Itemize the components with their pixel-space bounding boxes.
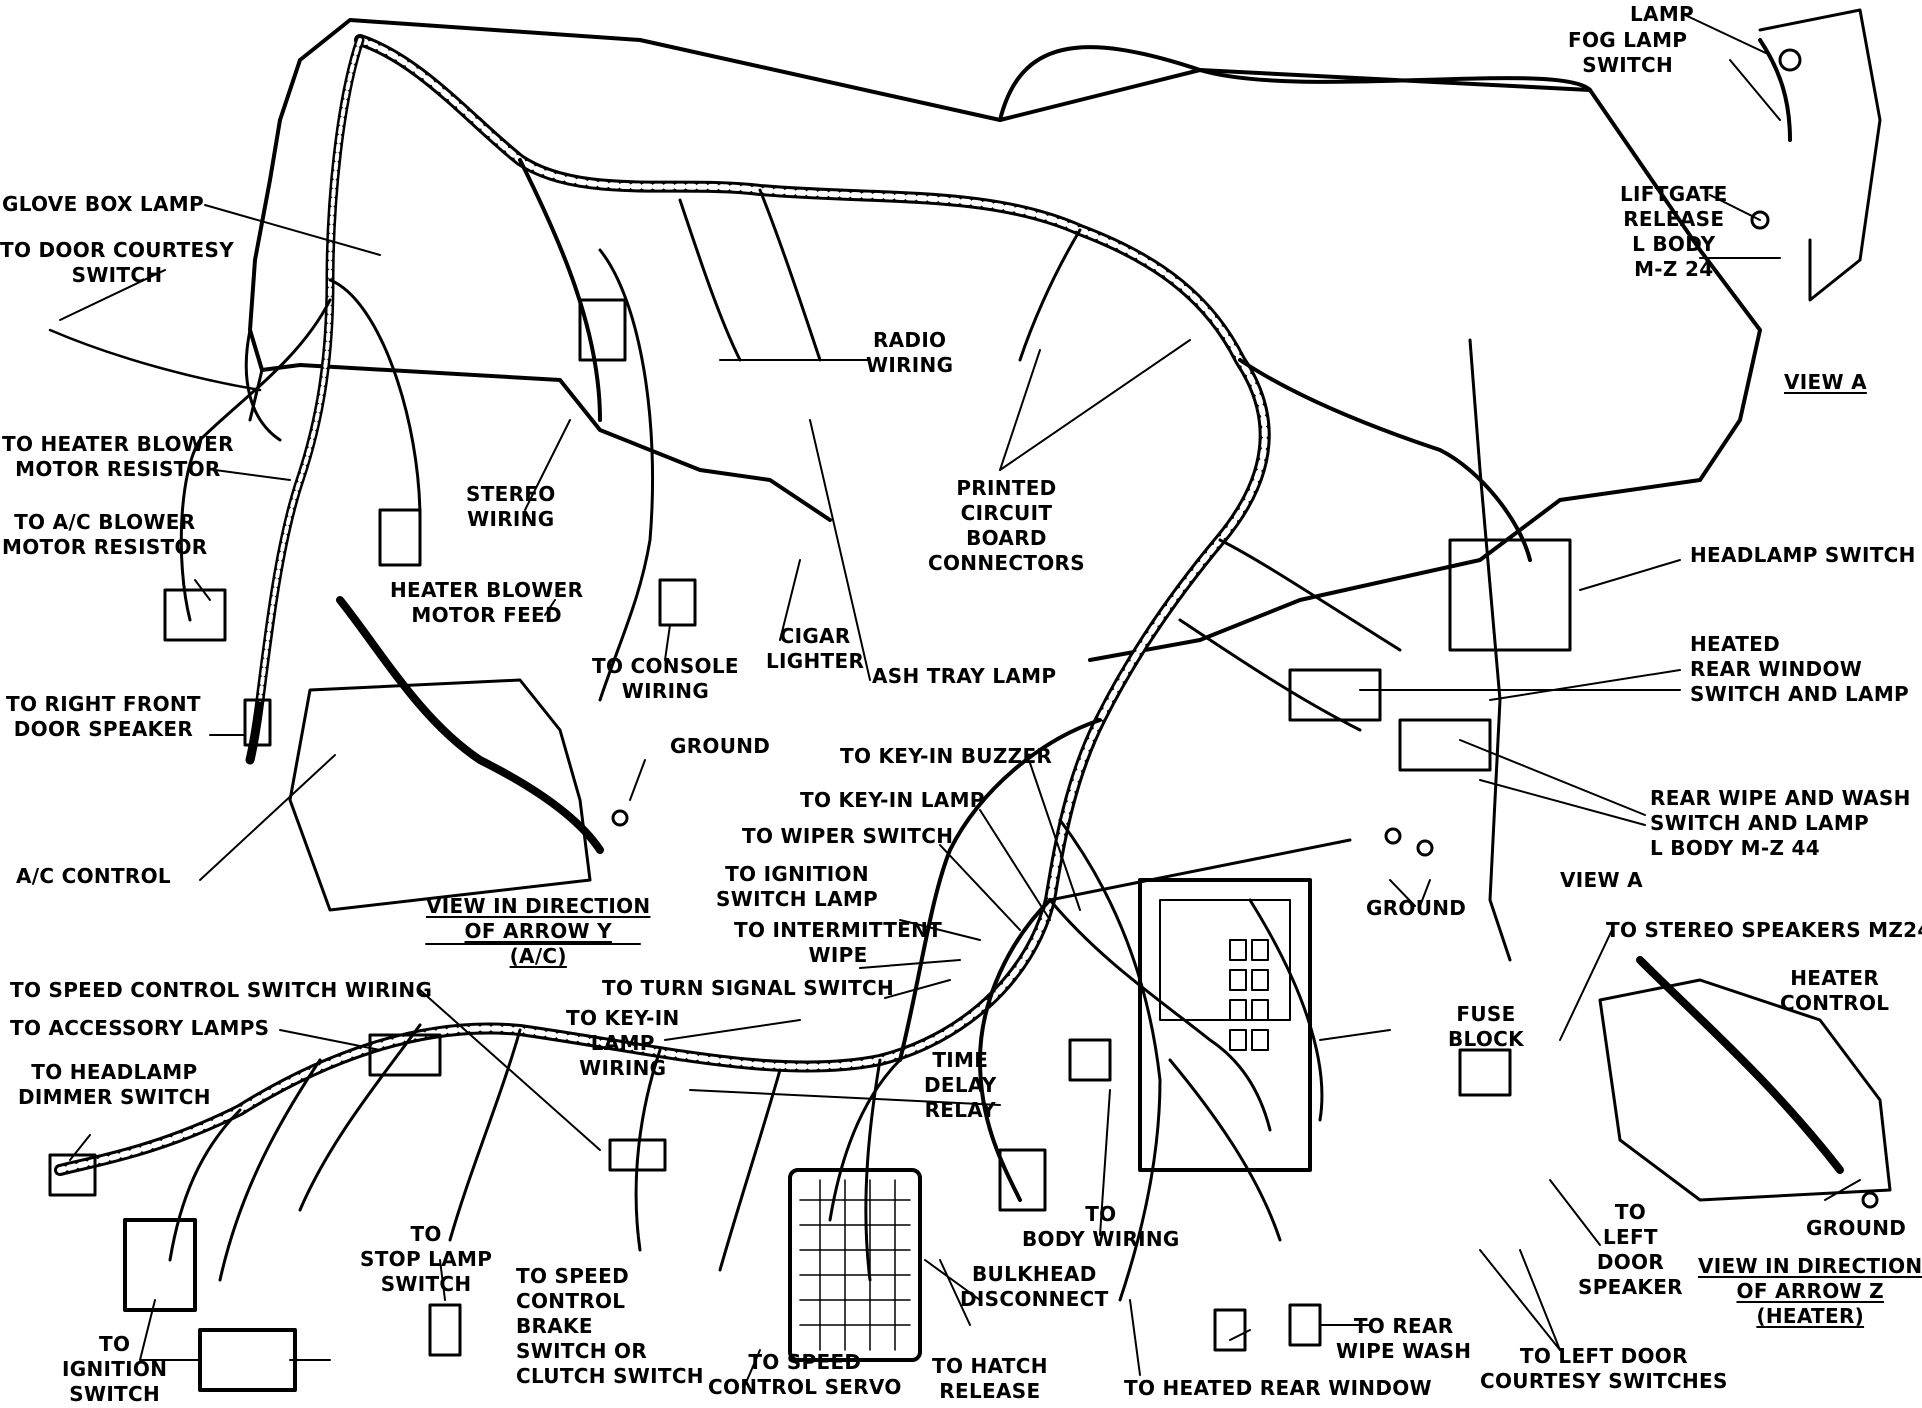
ac-control-inset: [288, 678, 592, 912]
label-to-ignition-switch: TO IGNITION SWITCH: [62, 1332, 168, 1406]
label-fog-lamp-switch: FOG LAMP SWITCH: [1568, 28, 1688, 77]
rear-wipe-switch: [1398, 718, 1492, 772]
label-cigar-lighter: CIGAR LIGHTER: [766, 624, 865, 673]
label-rear-wipe-wash: REAR WIPE AND WASH SWITCH AND LAMP L BOD…: [1650, 786, 1911, 860]
label-ground-right: GROUND: [1806, 1216, 1907, 1240]
stereo-speaker-connector: [1458, 1048, 1512, 1097]
heater-control-inset: [1598, 978, 1892, 1202]
accessory-connector: [368, 1033, 442, 1077]
label-to-body-wiring: TO BODY WIRING: [1022, 1202, 1180, 1251]
label-headlamp-switch: HEADLAMP SWITCH: [1690, 543, 1916, 567]
label-heater-blower-resistor: TO HEATER BLOWER MOTOR RESISTOR: [2, 432, 234, 481]
label-intermittent-wipe: TO INTERMITTENT WIPE: [734, 918, 943, 967]
console-connector: [658, 578, 697, 627]
label-key-in-lamp-wiring: TO KEY-IN LAMP WIRING: [566, 1006, 680, 1080]
left-side-panel: [244, 328, 282, 442]
hatch-connector: [1213, 1308, 1247, 1352]
label-glove-box-lamp: GLOVE BOX LAMP: [2, 192, 204, 216]
label-left-door-speaker: TO LEFT DOOR SPEAKER: [1578, 1200, 1683, 1299]
label-fuse-block: FUSE BLOCK: [1448, 1002, 1524, 1051]
label-ground-left: GROUND: [670, 734, 771, 758]
label-turn-signal-switch: TO TURN SIGNAL SWITCH: [602, 976, 895, 1000]
label-speed-control-servo: TO SPEED CONTROL SERVO: [708, 1350, 902, 1399]
label-door-courtesy-switch: TO DOOR COURTESY SWITCH: [0, 238, 234, 287]
dimmer-connector: [48, 1153, 97, 1197]
label-speed-control-brake: TO SPEED CONTROL BRAKE SWITCH OR CLUTCH …: [516, 1264, 704, 1388]
label-liftgate-release: LIFTGATE RELEASE L BODY M-Z 24: [1620, 182, 1728, 281]
heated-window-switch: [1288, 668, 1382, 722]
ignition-connector-a: [123, 1218, 197, 1312]
label-radio-wiring: RADIO WIRING: [866, 328, 954, 377]
label-to-hatch-release: TO HATCH RELEASE: [932, 1354, 1048, 1403]
label-pcb-connectors: PRINTED CIRCUIT BOARD CONNECTORS: [928, 476, 1085, 575]
view-a-inset: [1758, 8, 1882, 302]
headlamp-switch-body: [1448, 538, 1572, 652]
label-accessory-lamps: TO ACCESSORY LAMPS: [10, 1016, 270, 1040]
label-view-a-top: VIEW A: [1784, 370, 1867, 394]
label-stereo-speakers: TO STEREO SPEAKERS MZ24: [1606, 918, 1922, 942]
right-panel-edge: [1468, 338, 1512, 962]
main-harness-inner: [57, 37, 1268, 1173]
label-view-arrow-y: VIEW IN DIRECTION OF ARROW Y (A/C): [426, 894, 651, 968]
radio-connector: [578, 298, 627, 362]
label-headlamp-dimmer: TO HEADLAMP DIMMER SWITCH: [18, 1060, 211, 1109]
rear-wipe-connector: [1288, 1303, 1322, 1347]
label-view-a-mid: VIEW A: [1560, 868, 1643, 892]
label-stop-lamp-switch: TO STOP LAMP SWITCH: [360, 1222, 493, 1296]
label-heater-blower-feed: HEATER BLOWER MOTOR FEED: [390, 578, 584, 627]
dashboard-top-hood: [998, 45, 1592, 122]
right-speaker-connector: [243, 698, 272, 747]
label-right-front-door-speaker: TO RIGHT FRONT DOOR SPEAKER: [6, 692, 201, 741]
heater-blower-connector: [378, 508, 422, 567]
ignition-connector-b: [198, 1328, 297, 1392]
label-heater-control: HEATER CONTROL: [1780, 966, 1890, 1015]
stop-lamp-connector: [428, 1303, 462, 1357]
ac-resistor-connector: [163, 588, 227, 642]
body-wiring-connector-2: [1068, 1038, 1112, 1082]
label-time-delay-relay: TIME DELAY RELAY: [924, 1048, 997, 1122]
label-ac-control: A/C CONTROL: [16, 864, 171, 888]
label-to-heated-rear-window: TO HEATED REAR WINDOW: [1124, 1376, 1432, 1400]
label-to-rear-wipe-wash: TO REAR WIPE WASH: [1336, 1314, 1472, 1363]
label-stereo-wiring: STEREO WIRING: [466, 482, 556, 531]
label-key-in-lamp: TO KEY-IN LAMP: [800, 788, 985, 812]
bulkhead-disconnect: [788, 1168, 922, 1362]
label-bulkhead-disconnect: BULKHEAD DISCONNECT: [960, 1262, 1109, 1311]
label-wiper-switch: TO WIPER SWITCH: [742, 824, 954, 848]
label-ac-blower-resistor: TO A/C BLOWER MOTOR RESISTOR: [2, 510, 208, 559]
fuse-block: [1138, 878, 1312, 1172]
label-heated-rear-window: HEATED REAR WINDOW SWITCH AND LAMP: [1690, 632, 1909, 706]
label-ash-tray-lamp: ASH TRAY LAMP: [872, 664, 1057, 688]
label-lamp: LAMP: [1630, 2, 1694, 26]
label-ground-mid: GROUND: [1366, 896, 1467, 920]
speed-ctrl-connector: [608, 1138, 667, 1172]
label-to-console-wiring: TO CONSOLE WIRING: [592, 654, 739, 703]
label-speed-control-switch-wiring: TO SPEED CONTROL SWITCH WIRING: [10, 978, 433, 1002]
label-ignition-switch-lamp: TO IGNITION SWITCH LAMP: [716, 862, 879, 911]
label-left-door-courtesy: TO LEFT DOOR COURTESY SWITCHES: [1480, 1344, 1728, 1393]
label-view-arrow-z: VIEW IN DIRECTION OF ARROW Z (HEATER): [1698, 1254, 1922, 1328]
body-wiring-connector: [998, 1148, 1047, 1212]
label-key-in-buzzer: TO KEY-IN BUZZER: [840, 744, 1053, 768]
